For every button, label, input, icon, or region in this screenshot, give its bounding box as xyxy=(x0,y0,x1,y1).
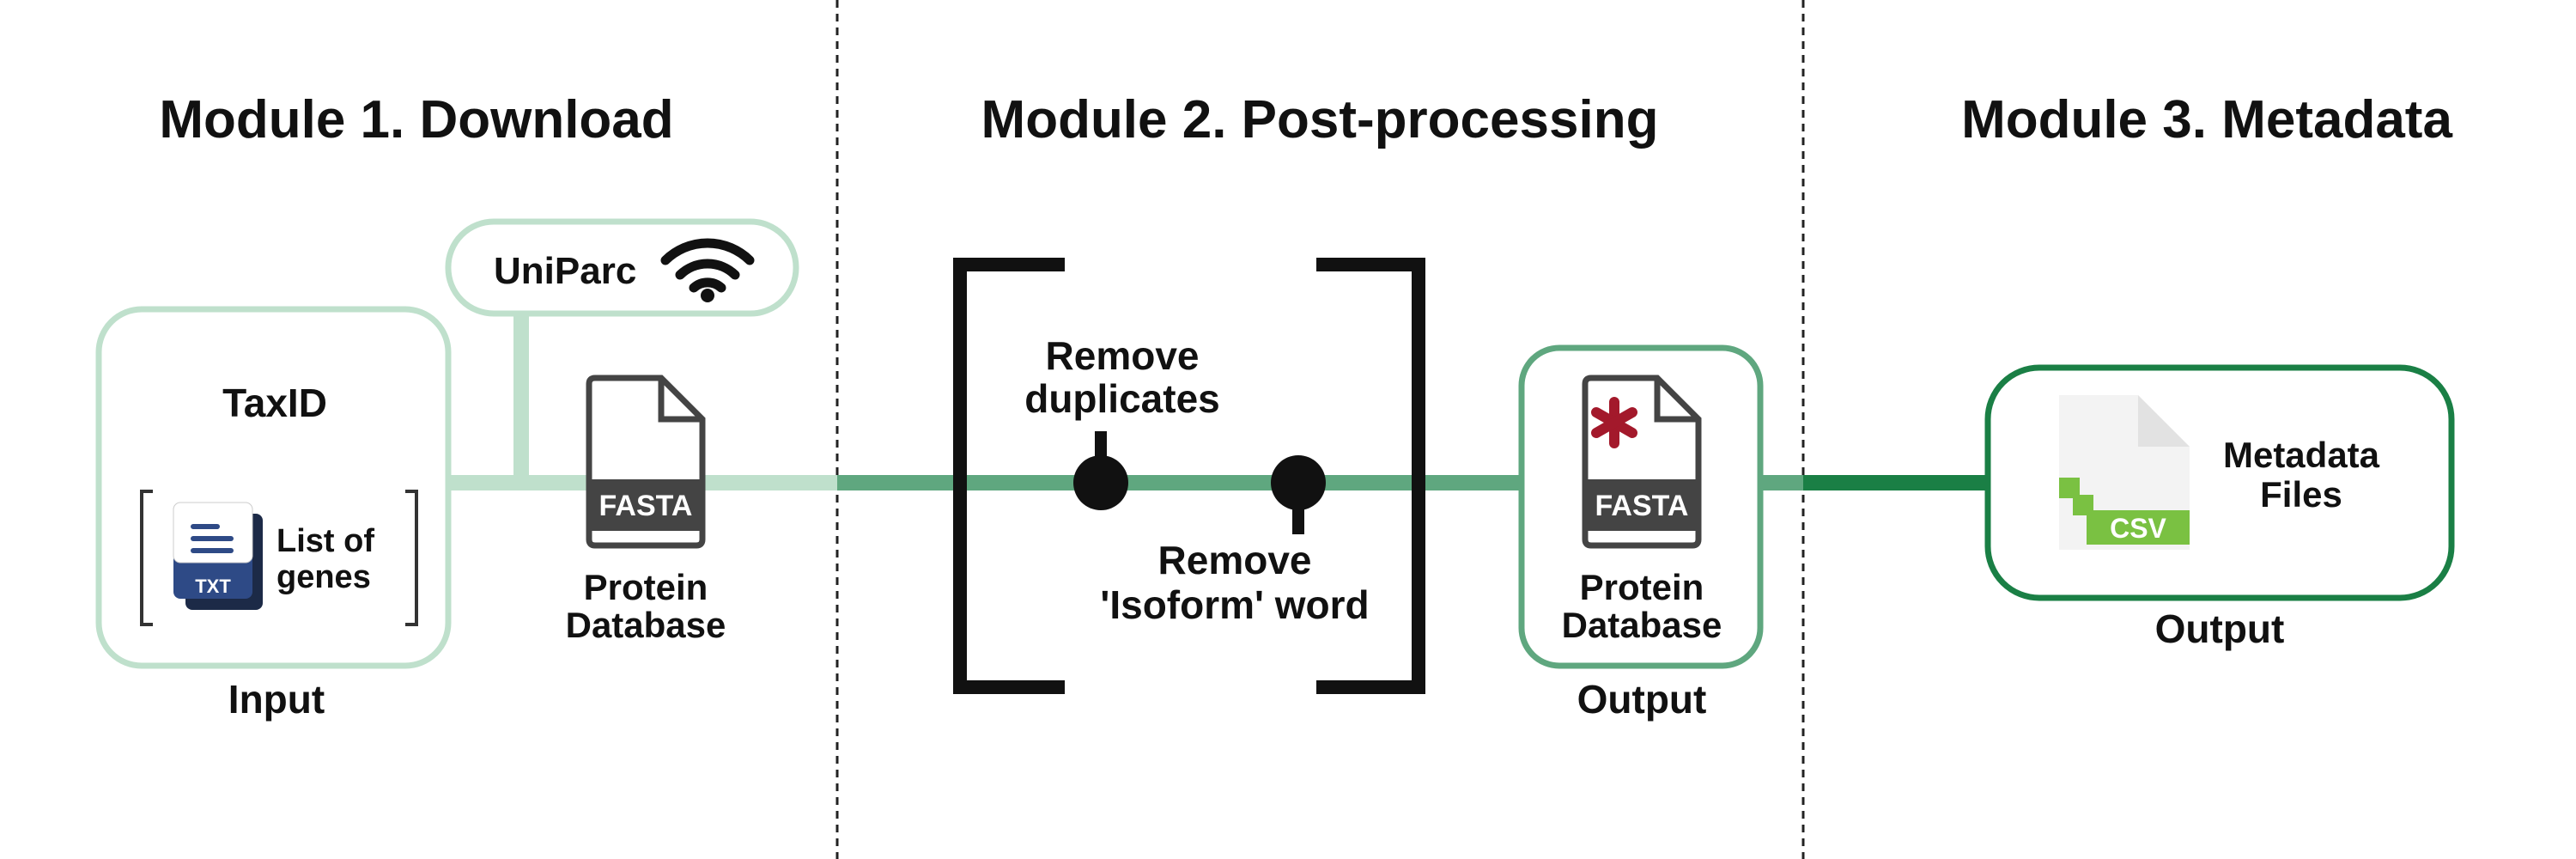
gene-list-bracket xyxy=(140,490,418,626)
remove-duplicates-line2: duplicates xyxy=(1024,376,1220,421)
fasta-file-icon-module1 xyxy=(586,375,706,549)
asterisk-icon xyxy=(1591,397,1637,448)
output-db-label-line2: Database xyxy=(1562,605,1722,645)
processing-bracket xyxy=(953,258,1425,694)
taxid-label: TaxID xyxy=(222,381,327,425)
input-box xyxy=(95,306,452,669)
module1-title: Module 1. Download xyxy=(159,90,673,149)
remove-isoform-line1: Remove xyxy=(1158,538,1312,582)
remove-duplicates-line1: Remove xyxy=(1046,333,1200,378)
module2-title: Module 2. Post-processing xyxy=(981,90,1659,149)
metadata-files-line2: Files xyxy=(2260,474,2342,515)
module3-output-label: Output xyxy=(2155,606,2285,651)
wifi-icon xyxy=(660,238,755,302)
module3-title: Module 3. Metadata xyxy=(1961,90,2452,149)
txt-badge: TXT xyxy=(195,576,231,597)
uniparc-label: UniParc xyxy=(494,250,636,292)
metadata-files-line1: Metadata xyxy=(2223,435,2380,475)
remove-isoform-marker xyxy=(1271,455,1326,534)
gene-list-label-line1: List of xyxy=(276,523,374,559)
module2-output-label: Output xyxy=(1577,677,1707,722)
remove-duplicates-marker xyxy=(1073,431,1128,510)
csv-file-icon xyxy=(2059,395,2190,550)
module3-output-box xyxy=(1984,364,2455,601)
gene-list-label-line2: genes xyxy=(276,559,371,595)
fasta-badge-module1: FASTA xyxy=(599,490,693,522)
protein-db-label-line1: Protein xyxy=(584,567,708,607)
csv-badge: CSV xyxy=(2110,513,2166,544)
protein-db-label-line2: Database xyxy=(566,605,726,645)
fasta-badge-module2: FASTA xyxy=(1595,490,1689,522)
output-db-label-line1: Protein xyxy=(1580,567,1704,607)
input-label: Input xyxy=(228,677,325,722)
txt-file-icon xyxy=(173,502,263,610)
remove-isoform-line2: 'Isoform' word xyxy=(1100,582,1369,627)
